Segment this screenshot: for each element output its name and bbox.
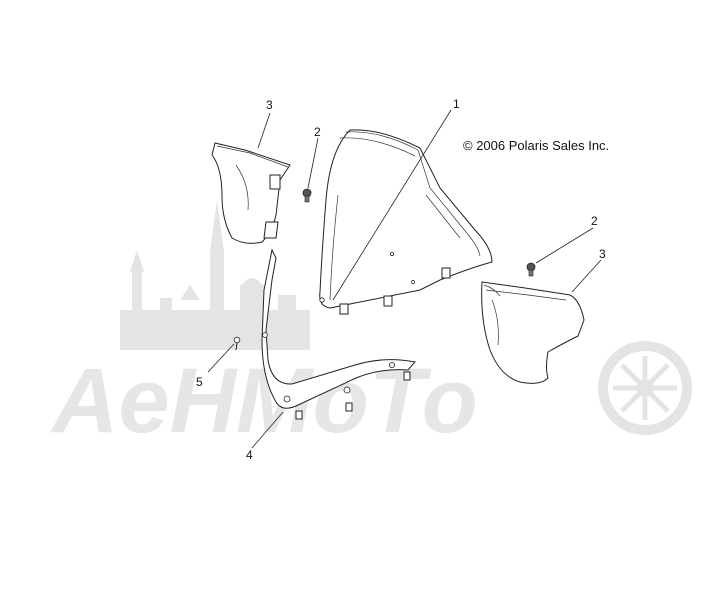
windshield-part [319,129,493,315]
push-rivet-part [233,336,241,351]
callout-labels: 1 2 2 3 3 4 5 [196,97,606,462]
copyright-text: © 2006 Polaris Sales Inc. [463,138,609,153]
screw-right-part [526,262,536,277]
lower-trim-bracket-part [261,248,416,420]
callout-label: 2 [591,214,598,228]
callout-label: 5 [196,375,203,389]
callout-label: 3 [266,98,273,112]
callout-label: 1 [453,97,460,111]
left-side-deflector-part [211,142,291,244]
watermark-skyline [120,200,310,350]
callout-label: 3 [599,247,606,261]
screw-left-part [302,188,312,203]
leader-lines [207,109,602,449]
right-side-deflector-part [481,281,585,384]
watermark-wheel [598,341,692,435]
callout-label: 2 [314,125,321,139]
callout-label: 4 [246,448,253,462]
